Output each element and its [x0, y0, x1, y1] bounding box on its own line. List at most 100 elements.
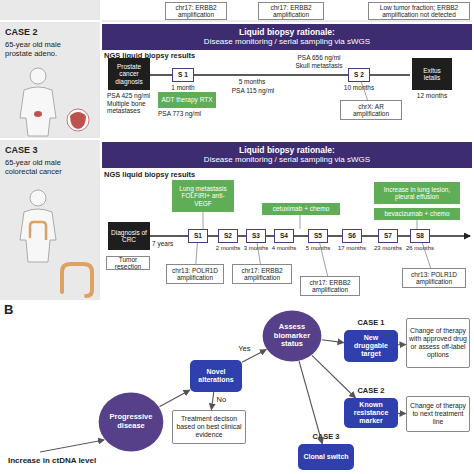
result-box: chr13: POLR1D amplification	[402, 268, 466, 288]
annotation-label: 10 months	[343, 84, 375, 91]
therapy-box: ADT therapy RTX	[158, 92, 216, 108]
node-text: Change of therapy with approved drug or …	[409, 327, 467, 358]
therapy-box: Lung metastasis FOLFIRI+ anti-VEGF	[172, 180, 234, 212]
node-text: chr17: ERBB2 amplification	[261, 4, 321, 19]
sample-box: S5	[308, 229, 328, 243]
case-panel: CASE 3 65-year old male colorectal cancer	[0, 140, 100, 300]
node-text: CASE 3	[5, 145, 38, 155]
result-box: chr17: ERBB2 amplification	[300, 276, 360, 296]
connector	[196, 243, 198, 264]
case1-panel-edge	[0, 0, 100, 20]
sample-box: S 1	[172, 68, 194, 82]
node-text: S 2	[354, 71, 364, 78]
annotation-label: Skull metastasis	[292, 62, 346, 69]
annotation-label: NGS liquid biopsy results	[104, 52, 224, 61]
node-text: CASE 2	[5, 27, 38, 37]
person-head	[30, 190, 46, 206]
rationale-banner: Liquid biopsy rationale:Disease monitori…	[102, 24, 472, 50]
organ-icon	[67, 109, 89, 131]
node-text: bevacizumab + chemo	[384, 210, 449, 217]
process-circle: Assess biomarker status	[262, 310, 322, 362]
node-text: Disease monitoring / serial sampling via…	[204, 155, 370, 164]
node-text: chr17: ERBB2 amplification	[235, 267, 289, 282]
case-box: CASE 2Known resistance marker	[344, 398, 398, 428]
node-text: Lung metastasis FOLFIRI+ anti-VEGF	[174, 185, 232, 207]
node-text: chr13: POLR1D amplification	[405, 271, 463, 286]
annotation-label: Increase in ctDNA level	[8, 456, 98, 465]
annotation-label: NGS liquid biopsy results	[104, 171, 224, 180]
outcome-box: Change of therapy with approved drug or …	[406, 318, 470, 368]
node-text: Prostate cancer diagnosis	[110, 63, 148, 85]
sample-box: S 2	[348, 68, 370, 82]
outcome-box: Treatment decison based on best clinical…	[172, 410, 246, 444]
event-box: Prostate cancer diagnosis	[108, 58, 150, 90]
circle-shape	[99, 393, 164, 452]
connector	[257, 243, 260, 264]
connector	[361, 82, 367, 100]
node-text: Novel alterations	[192, 368, 240, 384]
annotation-label: 4 months	[268, 245, 300, 252]
annotation-label: 26 months	[404, 245, 436, 252]
annotation-label: Multiple bone metastases	[107, 100, 157, 115]
separator	[102, 21, 472, 22]
node-text: CASE 2	[336, 387, 406, 396]
annotation-label: PSA 115 ng/ml	[226, 87, 280, 94]
circle-shape	[263, 311, 322, 362]
case-box: CASE 3Clonal switch	[298, 444, 354, 470]
edge-label: No	[217, 395, 227, 404]
rationale-banner: Liquid biopsy rationale:Disease monitori…	[102, 142, 472, 168]
connector	[322, 340, 344, 343]
node-text: Diagnosis of CRC	[110, 229, 148, 244]
therapy-box: bevacizumab + chemo	[374, 208, 460, 220]
connector	[312, 355, 356, 398]
connector	[398, 344, 406, 345]
connector	[422, 243, 430, 268]
annotation-label: 2 months	[212, 245, 244, 252]
trend-arrow	[40, 440, 104, 452]
sample-box: S2	[218, 229, 238, 243]
node-text: S 1	[178, 71, 188, 78]
node-text: chr17: ERBB2 amplification	[168, 4, 224, 19]
node-text: 65-year old male colorectal cancer	[5, 159, 69, 176]
node-text: Clonal switch	[303, 453, 348, 461]
decision-box: Novel alterations	[190, 360, 242, 392]
result-box: Tumor resection	[106, 256, 150, 270]
node-text: S2	[224, 232, 232, 239]
result-box: Low tumor fraction; ERBB2 amplification …	[368, 2, 470, 20]
node-text: Progressive disease	[100, 413, 162, 430]
node-text: S3	[252, 232, 260, 239]
annotation-label: B	[4, 303, 24, 318]
event-box: Diagnosis of CRC	[108, 222, 150, 250]
node-text: Liquid biopsy rationale:	[239, 28, 335, 38]
leader-line	[417, 220, 418, 229]
person-body	[20, 209, 56, 262]
node-text: S7	[384, 232, 392, 239]
node-text: chrX: AR amplification	[343, 103, 399, 118]
connector	[320, 243, 328, 276]
annotation-label: 23 months	[372, 245, 404, 252]
result-box: chr13: POLR1D amplification	[166, 264, 224, 284]
leader-line	[203, 212, 204, 229]
result-box: chr17: ERBB2 amplification	[258, 2, 324, 20]
node-text: Known resistance marker	[346, 401, 396, 425]
node-text: Tumor resection	[109, 256, 147, 271]
node-text: Disease monitoring / serial sampling via…	[204, 37, 370, 46]
result-box: chr17: ERBB2 amplification	[165, 2, 227, 20]
colon-mark	[30, 222, 46, 240]
node-text: Liquid biopsy rationale:	[239, 146, 335, 156]
connector	[211, 392, 213, 410]
sample-box: S6	[342, 229, 362, 243]
node-text: New druggable target	[346, 334, 396, 358]
annotation-label: 5 months	[302, 245, 334, 252]
annotation-label: 3 months	[240, 245, 272, 252]
node-text: Change of therapy to next treatment line	[409, 402, 467, 425]
leader-line	[300, 215, 301, 229]
node-text: S4	[280, 232, 288, 239]
annotation-label: 1 month	[166, 84, 200, 91]
connector	[159, 390, 190, 407]
edge-label: Yes	[238, 344, 250, 353]
node-text: 65-year old male prostate adeno.	[5, 41, 69, 58]
connector	[398, 413, 406, 414]
